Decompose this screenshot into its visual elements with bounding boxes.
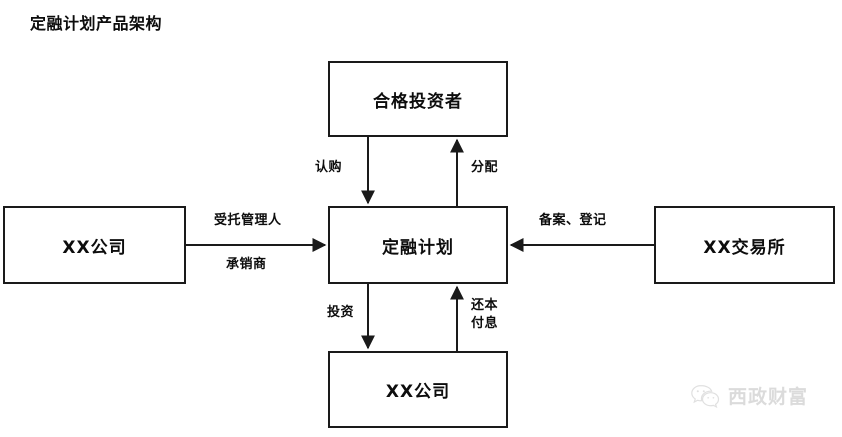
edge-label-subscribe: 认购 <box>313 159 345 177</box>
edge-label-repay-line2: 付息 <box>471 315 499 331</box>
node-qualified-investor[interactable]: 合格投资者 <box>328 61 508 137</box>
node-company-left[interactable]: XX公司 <box>3 206 186 284</box>
node-financing-plan[interactable]: 定融计划 <box>328 206 508 284</box>
wechat-icon <box>691 384 720 408</box>
edge-label-invest: 投资 <box>325 304 357 322</box>
edge-label-repay: 还本 付息 <box>469 297 501 333</box>
node-company-bottom[interactable]: XX公司 <box>328 351 508 428</box>
edge-label-underwriter: 承销商 <box>224 256 269 274</box>
edge-label-filing-registration: 备案、登记 <box>537 212 609 230</box>
node-exchange[interactable]: XX交易所 <box>654 206 835 284</box>
edge-label-repay-line1: 还本 <box>471 298 499 313</box>
watermark: 西政财富 <box>690 382 808 409</box>
watermark-text: 西政财富 <box>728 386 809 408</box>
edge-label-trustee: 受托管理人 <box>212 212 284 230</box>
page-title: 定融计划产品架构 <box>30 14 163 33</box>
edge-label-distribute: 分配 <box>469 159 501 177</box>
